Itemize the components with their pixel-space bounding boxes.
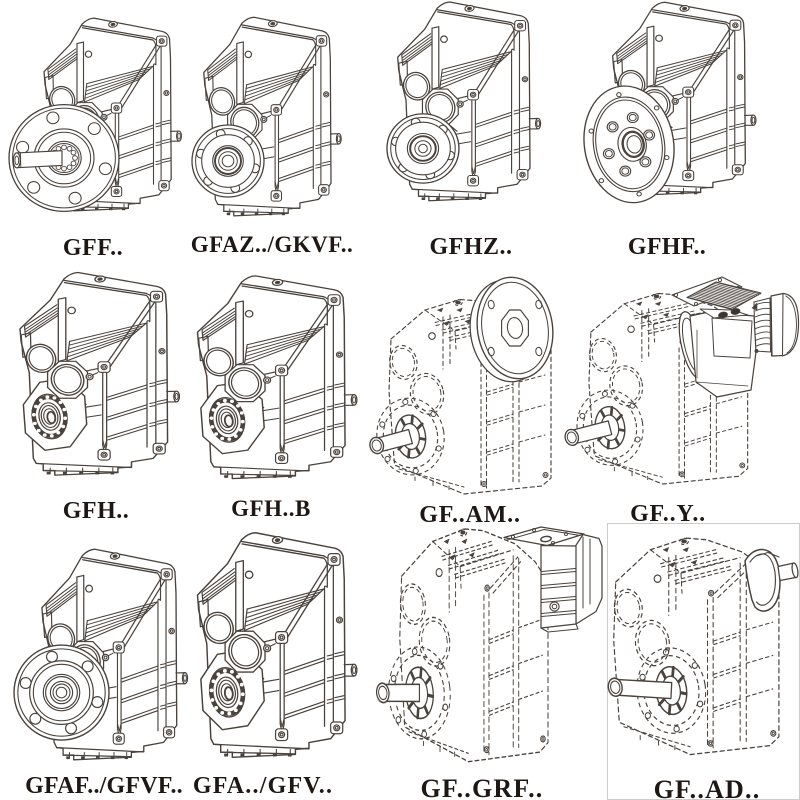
svg-text:GFA../GFV..: GFA../GFV.. xyxy=(193,773,333,799)
svg-text:GFH..B: GFH..B xyxy=(231,496,311,521)
svg-text:GFAZ../GKVF..: GFAZ../GKVF.. xyxy=(191,232,353,257)
svg-text:GFHF..: GFHF.. xyxy=(628,234,706,260)
svg-text:GF..AD..: GF..AD.. xyxy=(654,775,761,800)
svg-text:GFAF../GFVF..: GFAF../GFVF.. xyxy=(25,773,183,799)
svg-text:GFHZ..: GFHZ.. xyxy=(429,234,512,260)
svg-text:GF..Y..: GF..Y.. xyxy=(630,501,706,527)
svg-text:GFH..: GFH.. xyxy=(63,498,130,524)
svg-text:GF..AM..: GF..AM.. xyxy=(419,502,521,528)
svg-text:GF..GRF..: GF..GRF.. xyxy=(420,774,543,800)
svg-text:GFF..: GFF.. xyxy=(63,235,123,261)
